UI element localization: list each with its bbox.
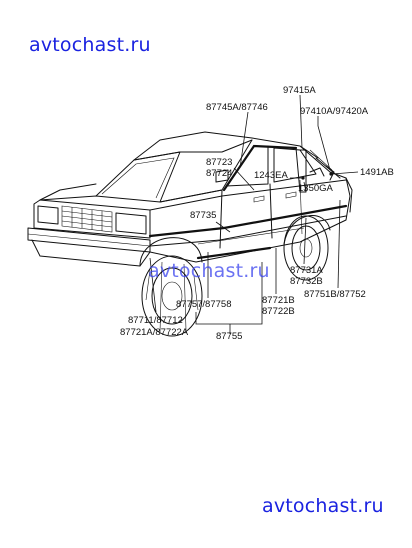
watermark-middle: avtochast.ru [148, 260, 270, 282]
label-1350ga: 1350GA [298, 183, 334, 194]
label-87721a-87722a: 87721A/87722A [120, 327, 189, 338]
label-87721b: 87721B [262, 295, 295, 306]
label-87722b: 87722B [262, 306, 295, 317]
car-illustration [27, 131, 353, 337]
label-1243ea: 1243EA [254, 170, 288, 181]
label-87757-87758: 87757/87758 [176, 299, 231, 310]
label-1491ab: 1491AB [360, 167, 394, 178]
part-labels: 97415A 87745A/87746 97410A/97420A 87723 … [120, 85, 394, 342]
grille [61, 205, 113, 233]
label-87735: 87735 [190, 210, 216, 221]
label-87711-87712: 87711/87712 [128, 315, 183, 326]
watermark-bottom: avtochast.ru [262, 495, 384, 517]
label-87751b-87752: 87751B/87752 [304, 289, 366, 300]
label-87755: 87755 [216, 331, 242, 342]
label-87723: 87723 [206, 157, 232, 168]
watermark-top: avtochast.ru [29, 34, 151, 56]
label-87732b: 87732B [290, 276, 323, 287]
label-97415a: 97415A [283, 85, 316, 96]
label-87731a: 87731A [290, 265, 323, 276]
label-97410a-97420a: 97410A/97420A [300, 106, 369, 117]
label-87745a-87746: 87745A/87746 [206, 102, 268, 113]
leader-lines [149, 94, 359, 334]
label-87724: 87724 [206, 168, 232, 179]
